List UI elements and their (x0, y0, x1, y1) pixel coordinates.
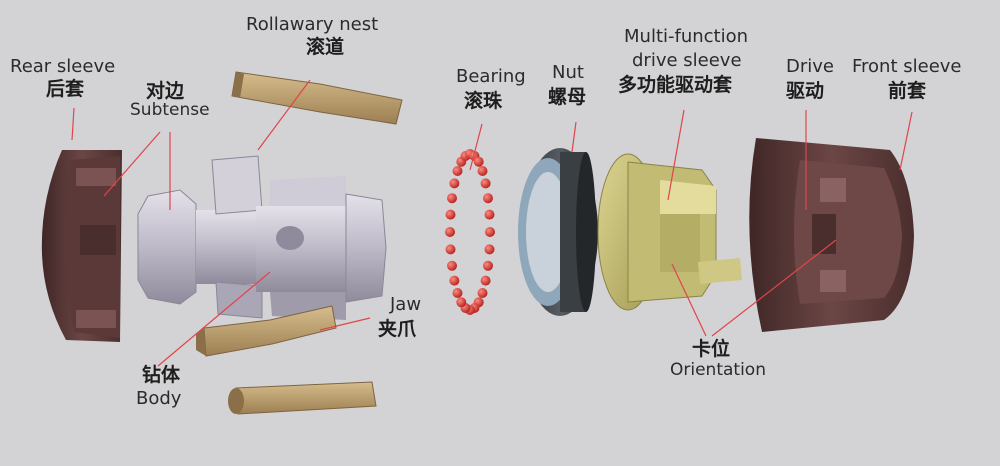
bearing-ball (449, 275, 460, 286)
leader-jaw (319, 317, 371, 331)
label-jaw-en: Jaw (390, 294, 422, 315)
bearing-ball (452, 288, 463, 298)
label-rear-sleeve-en: Rear sleeve (10, 56, 116, 77)
bearing-ball (449, 178, 460, 189)
bearing-ball (456, 297, 467, 308)
body-part (137, 155, 387, 320)
label-subtense-zh: 对边 (146, 80, 185, 102)
bearing-ball (480, 275, 491, 286)
label-jaw-zh: 夹爪 (378, 318, 417, 340)
leader-front-sleeve (899, 111, 913, 171)
bearing-ball (452, 166, 463, 176)
leader-body (157, 271, 271, 367)
drive-sleeve-part (597, 153, 742, 311)
bearing-ball (447, 193, 457, 204)
leader-drive-sleeve (667, 109, 685, 201)
bearing-ball (447, 260, 457, 271)
leader-subtense-a (103, 131, 161, 197)
leader-nut (571, 121, 577, 153)
label-front-sleeve-en: Front sleeve (852, 56, 962, 77)
label-subtense-en: Subtense (130, 100, 210, 120)
nut-part (518, 148, 598, 316)
bearing-ball (473, 156, 484, 167)
bearing-ball (445, 244, 456, 255)
leader-orientation-b (711, 239, 837, 337)
label-orientation-en: Orientation (670, 360, 766, 380)
bearing-ball (484, 244, 495, 255)
bearing-ball (445, 227, 455, 237)
bearing-ring (445, 149, 495, 315)
bearing-ball (485, 227, 495, 237)
label-rollaway-en: Rollawary nest (246, 14, 379, 35)
bearing-ball (480, 178, 491, 189)
label-body-zh: 钻体 (142, 364, 181, 386)
label-orientation-zh: 卡位 (692, 338, 731, 360)
label-rear-sleeve-zh: 后套 (46, 78, 85, 100)
label-drive-sleeve-zh: 多功能驱动套 (618, 74, 733, 96)
label-bearing-zh: 滚珠 (464, 90, 503, 112)
leader-lines (71, 79, 913, 367)
leader-orientation-a (671, 263, 707, 337)
bearing-ball (445, 209, 456, 220)
label-front-sleeve-zh: 前套 (888, 80, 927, 102)
rollaway-nest-part (231, 71, 403, 125)
jaw-bottom-part (228, 381, 377, 415)
leader-rear-sleeve (71, 107, 75, 141)
leader-bearing (469, 123, 483, 171)
label-drive-en: Drive (786, 56, 834, 77)
jaw-middle-part (196, 305, 337, 357)
label-nut-zh: 螺母 (548, 86, 587, 108)
bearing-ball (483, 193, 493, 204)
bearing-ball (477, 166, 488, 176)
label-bearing-en: Bearing (456, 66, 526, 87)
bearing-ball (483, 260, 493, 271)
label-rollaway-zh: 滚道 (306, 36, 345, 58)
leader-rollaway (257, 79, 311, 151)
bearing-ball (484, 209, 495, 220)
label-drive-zh: 驱动 (786, 80, 825, 102)
label-nut-en: Nut (552, 62, 584, 83)
bearing-ball (477, 288, 488, 298)
rear-sleeve-part (41, 150, 123, 342)
front-sleeve-part (749, 138, 914, 332)
label-drive-sleeve-en1: Multi-function (624, 26, 749, 47)
label-body-en: Body (136, 388, 182, 409)
label-drive-sleeve-en2: drive sleeve (632, 50, 742, 71)
